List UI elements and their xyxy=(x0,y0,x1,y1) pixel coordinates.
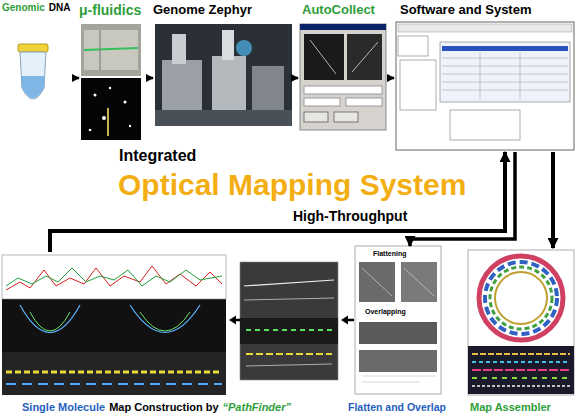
flow-arrow xyxy=(72,77,79,80)
node-caption: Flatten and Overlap xyxy=(348,401,446,414)
subtitle-text: Integrated xyxy=(118,147,197,165)
caption-row: Map Assembler xyxy=(466,401,577,414)
caption-row: μ-fluidics xyxy=(79,2,149,19)
node-caption: μ-fluidics xyxy=(79,2,141,19)
node-caption: Software and System xyxy=(400,2,532,18)
process-stage: Genome Zephyr xyxy=(153,2,294,127)
caption-row: Software and System xyxy=(394,2,577,18)
node-caption: “PathFinder” xyxy=(223,401,291,414)
node-caption: Genome Zephyr xyxy=(153,2,252,18)
node-caption: Single Molecule xyxy=(22,401,105,414)
flow-arrow xyxy=(294,77,298,80)
node-caption: DNA xyxy=(49,2,71,14)
node-caption: Map Construction by xyxy=(109,401,218,414)
flow-arrow xyxy=(149,77,153,80)
caption-row: Single Molecule Map Construction by “PathF… xyxy=(0,401,338,414)
caption-row: AutoCollect xyxy=(298,2,390,18)
node-caption: Genomic xyxy=(2,2,45,14)
caption-row: Flatten and Overlap xyxy=(346,401,464,414)
caption-row: Genomic DNA xyxy=(0,2,72,14)
panel-label: Overlapping xyxy=(364,308,407,316)
process-stage: Flatten and Overlap xyxy=(346,246,464,414)
diagram-title: Optical Mapping System xyxy=(118,168,466,203)
subtitle-text: High-Throughput xyxy=(292,208,408,224)
process-stage: Map Assembler xyxy=(466,248,577,414)
flow-arrow xyxy=(390,77,394,80)
flow-arrow xyxy=(50,152,505,252)
process-stage: μ-fluidics xyxy=(79,2,149,140)
flow-arrow xyxy=(551,152,555,248)
input-stage: Genomic DNA xyxy=(0,2,72,110)
node-caption: AutoCollect xyxy=(302,2,375,18)
caption-row: Genome Zephyr xyxy=(153,2,294,18)
process-stage: AutoCollect xyxy=(298,2,390,132)
panel-label: Flattening xyxy=(372,250,407,258)
process-stage: Software and System xyxy=(394,2,577,152)
process-stage: Single Molecule Map Construction by “PathF… xyxy=(0,252,338,414)
node-caption: Map Assembler xyxy=(470,401,551,414)
